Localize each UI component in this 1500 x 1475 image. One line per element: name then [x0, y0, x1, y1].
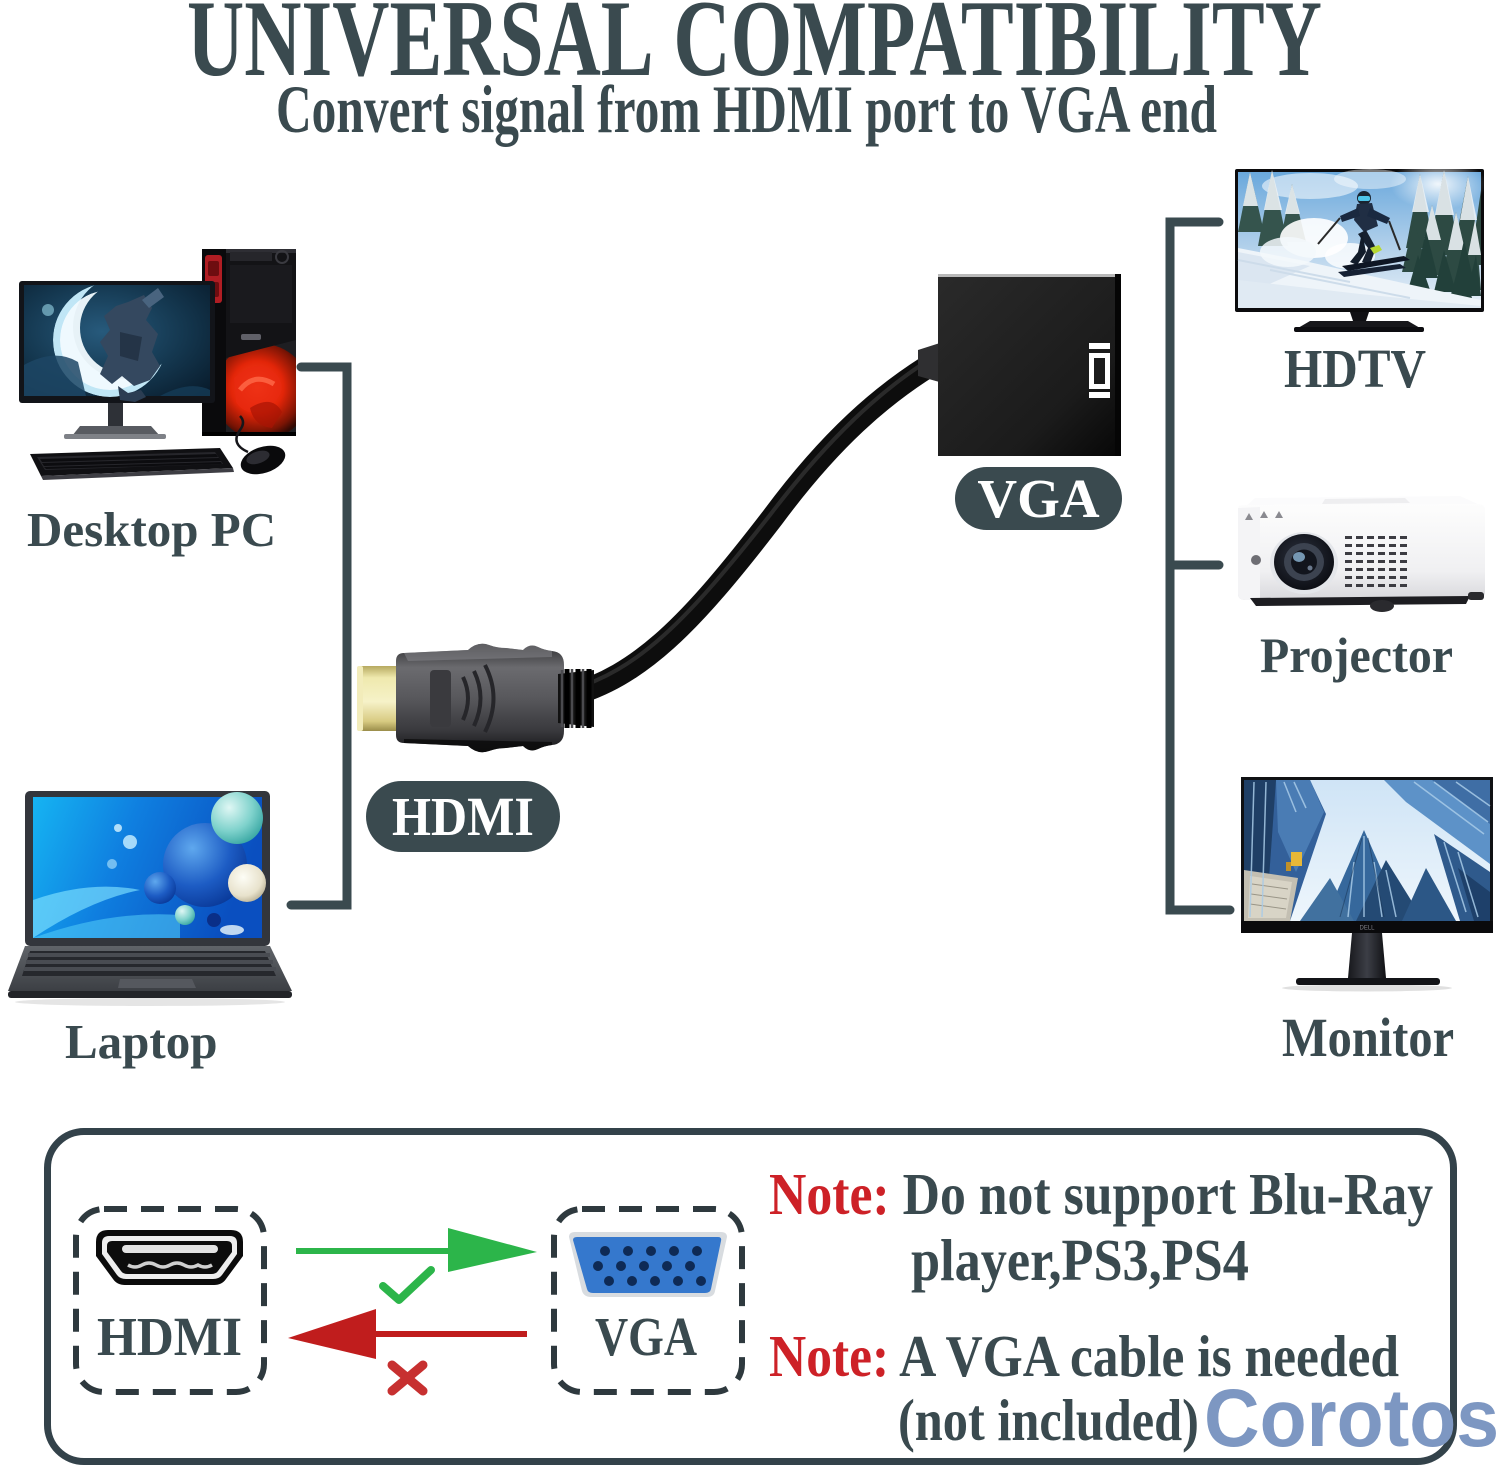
- svg-text:DELL: DELL: [1359, 926, 1375, 932]
